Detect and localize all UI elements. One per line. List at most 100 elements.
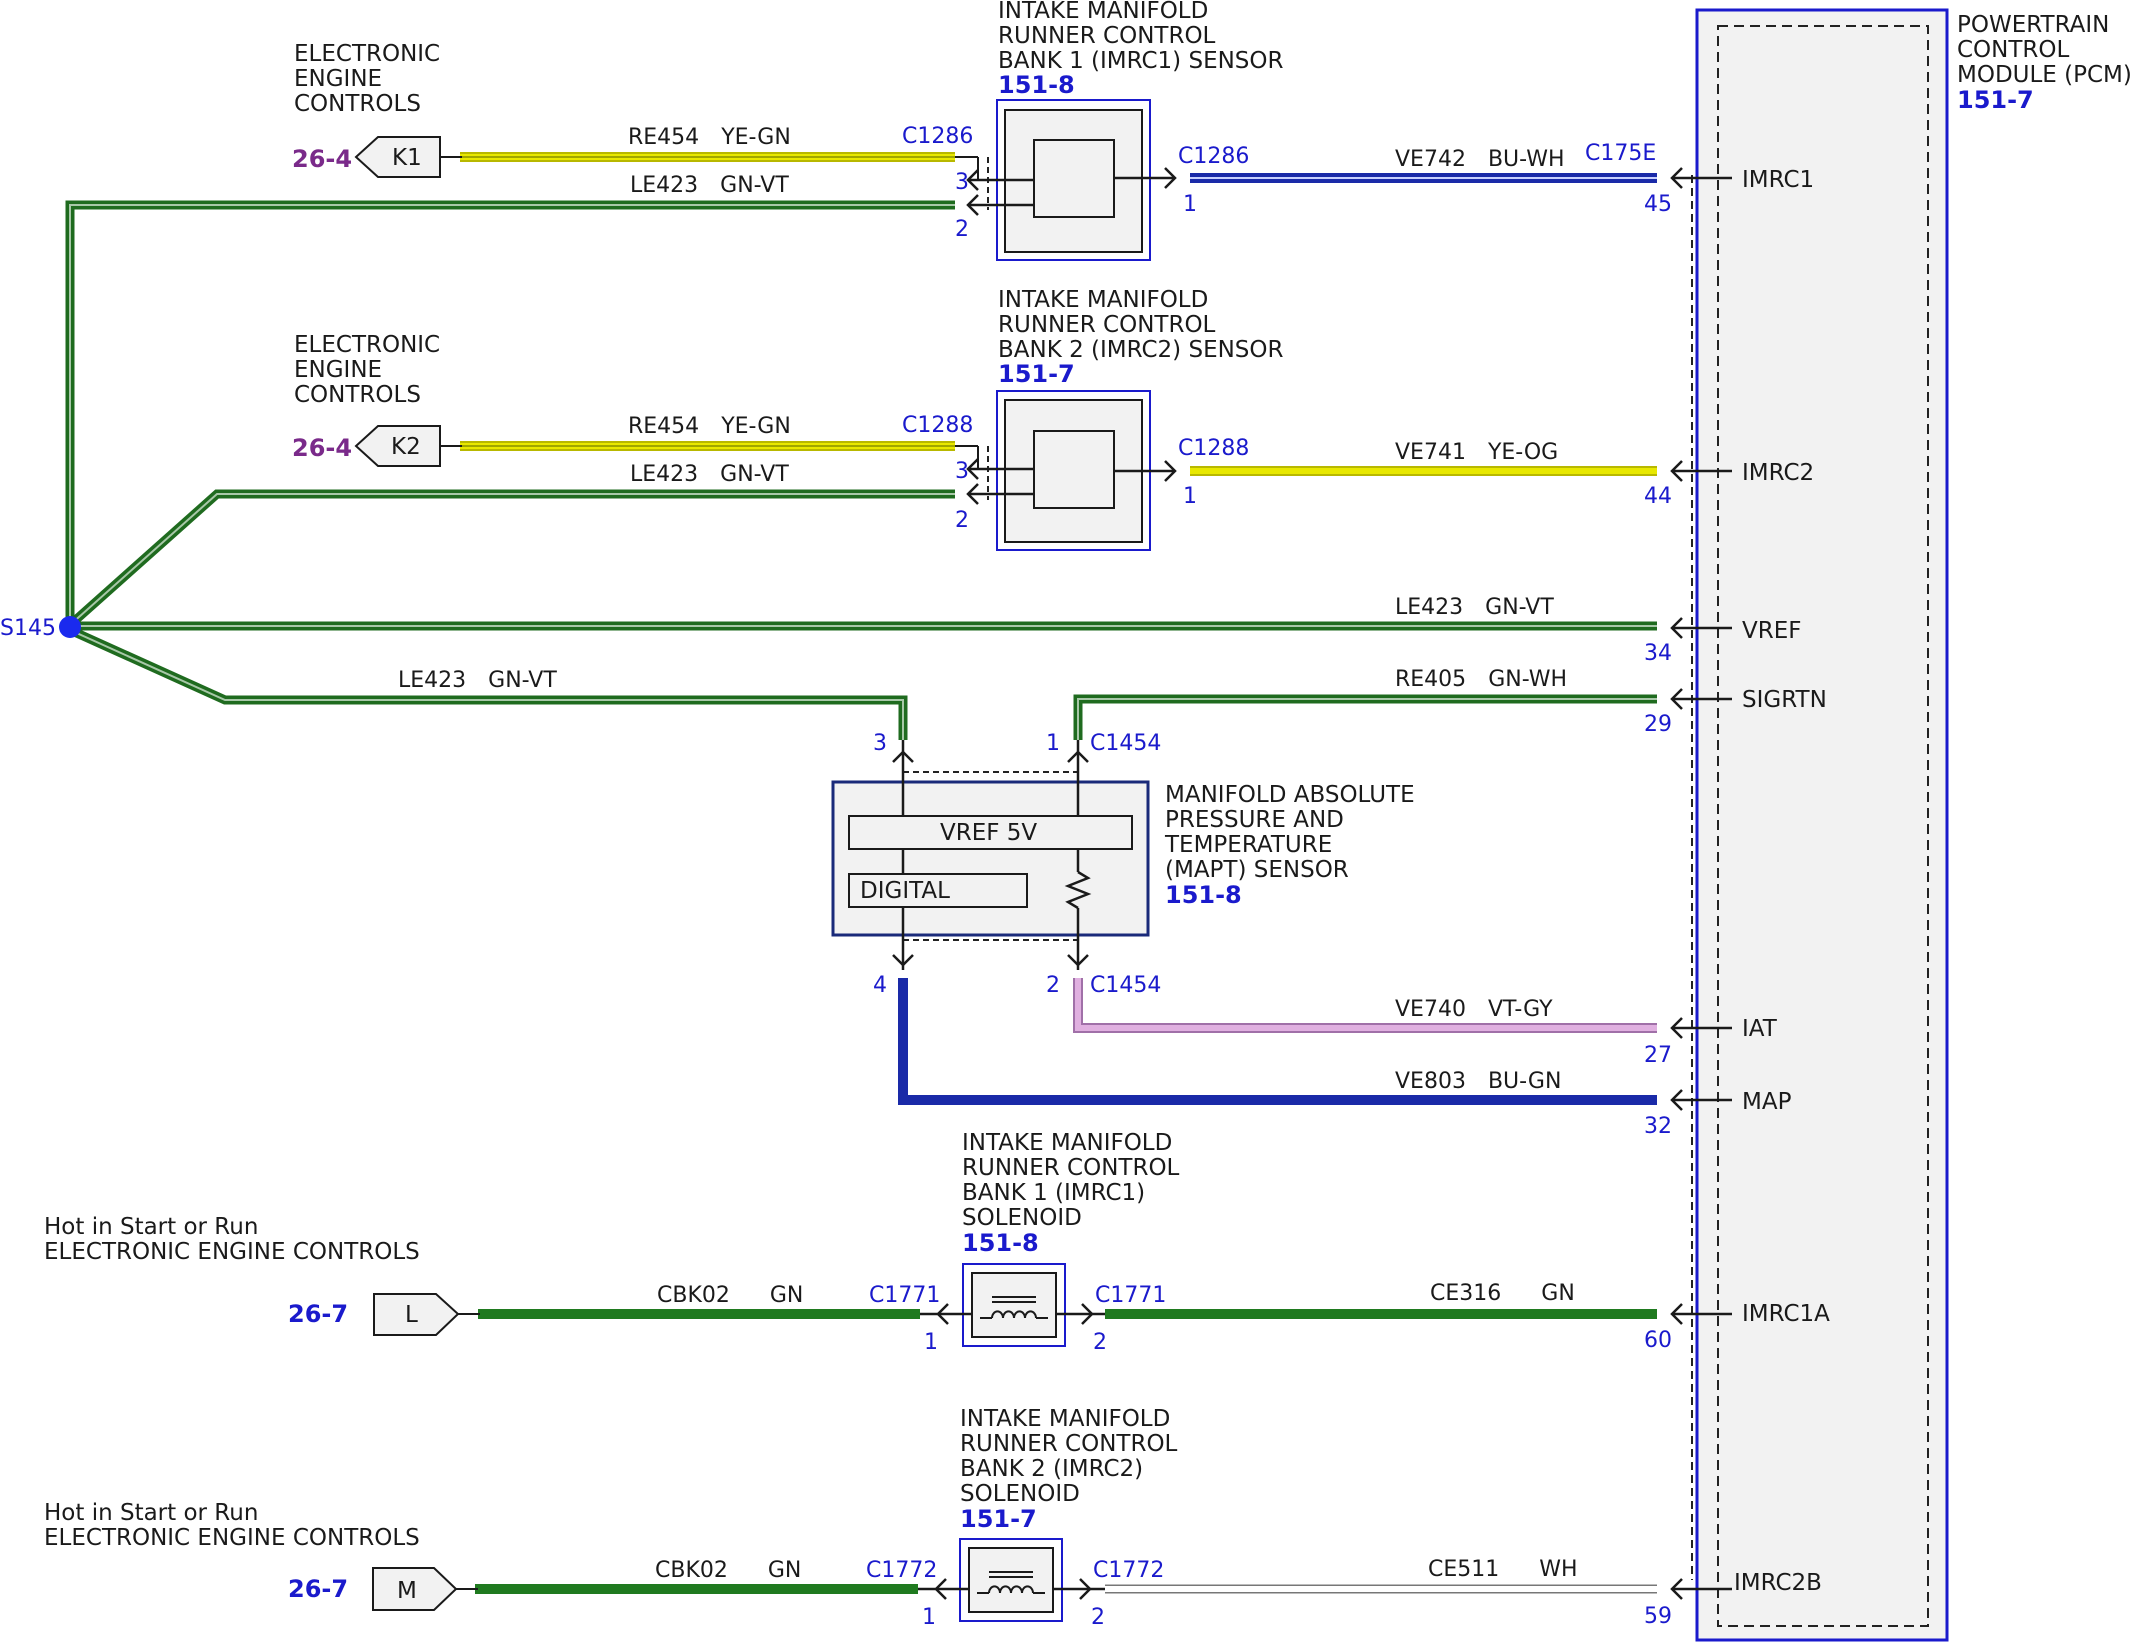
pcm-signal-imrc2: IMRC2	[1742, 460, 1814, 486]
eec1-tag: K1	[392, 145, 422, 171]
pcm-signal-imrc1: IMRC1	[1742, 167, 1814, 193]
sol2-conn-left: C1772	[866, 1558, 937, 1583]
sol1-conn-left: C1771	[869, 1283, 940, 1308]
eec2-title-2: ENGINE	[294, 357, 382, 383]
sensor1-conn-left: C1286	[902, 124, 973, 149]
pcm-signal-sigrtn: SIGRTN	[1742, 687, 1827, 713]
sensor2-conn-left: C1288	[902, 413, 973, 438]
pcm-ref: 151-7	[1957, 86, 2034, 114]
sol1-title-1: INTAKE MANIFOLD	[962, 1130, 1172, 1156]
pcm-pin-ticks	[1670, 167, 1732, 1600]
imrc1-sensor: INTAKE MANIFOLD RUNNER CONTROL BANK 1 (I…	[902, 0, 1656, 261]
wire-re405	[1073, 694, 1657, 740]
sensor2-pin-3: 3	[955, 459, 969, 484]
mapt-pin-2: 2	[1046, 973, 1060, 998]
pcm-title-3: MODULE (PCM)	[1957, 62, 2130, 88]
sensor1-ref: 151-8	[998, 71, 1075, 99]
pcm-pin-60: 60	[1644, 1328, 1672, 1353]
mapt-vref-label: VREF 5V	[940, 820, 1037, 846]
sol1-body	[971, 1272, 1057, 1338]
sensor2-conn-right: C1288	[1178, 436, 1249, 461]
pcm-pin-59: 59	[1644, 1604, 1672, 1629]
sol2-title-4: SOLENOID	[960, 1481, 1080, 1507]
sensor1-conn-right: C1286	[1178, 144, 1249, 169]
pcm-pin-34: 34	[1644, 641, 1672, 666]
pcm-signal-imrc1a: IMRC1A	[1742, 1301, 1830, 1327]
power2-ref: 26-7	[288, 1575, 348, 1603]
mapt-vref-box	[848, 815, 1133, 850]
sol1-pin-2: 2	[1093, 1330, 1107, 1355]
eec2-title-1: ELECTRONIC	[294, 332, 440, 358]
imrc2-solenoid: INTAKE MANIFOLD RUNNER CONTROL BANK 2 (I…	[866, 1406, 1178, 1630]
eec1-title-3: CONTROLS	[294, 91, 421, 117]
mapt-sensor: VREF 5V DIGITAL MANIFOLD ABSOLUTE PRESSU…	[831, 731, 1415, 998]
sol1-title-2: RUNNER CONTROL	[962, 1155, 1180, 1181]
sensor2-title-2: RUNNER CONTROL	[998, 312, 1216, 338]
power1-title-2: ELECTRONIC ENGINE CONTROLS	[44, 1239, 420, 1265]
sol2-body	[968, 1547, 1054, 1613]
mapt-pin-4: 4	[873, 973, 887, 998]
sensor1-title-3: BANK 1 (IMRC1) SENSOR	[998, 48, 1284, 74]
sol2-title-1: INTAKE MANIFOLD	[960, 1406, 1170, 1432]
power2-title-2: ELECTRONIC ENGINE CONTROLS	[44, 1525, 420, 1551]
power1-block: Hot in Start or Run ELECTRONIC ENGINE CO…	[44, 1214, 480, 1336]
eec2-ref: 26-4	[292, 434, 352, 462]
pcm-pin-45: 45	[1644, 192, 1672, 217]
power2-tag-shape	[372, 1567, 458, 1611]
sol1-title-3: BANK 1 (IMRC1)	[962, 1180, 1145, 1206]
mapt-title-4: (MAPT) SENSOR	[1165, 857, 1349, 883]
splice-s145-label: S145	[0, 616, 56, 641]
mapt-digital-box	[848, 873, 1028, 908]
eec1-ref: 26-4	[292, 145, 352, 173]
sol2-coil-icon	[977, 1571, 1045, 1594]
sensor1-title-1: INTAKE MANIFOLD	[998, 0, 1208, 24]
sensor1-pin-1: 1	[1183, 192, 1197, 217]
pcm-pin-44: 44	[1644, 484, 1672, 509]
eec2-block: ELECTRONIC ENGINE CONTROLS 26-4 K2	[292, 332, 462, 467]
wire-le423-trunk	[65, 200, 955, 628]
sensor1-title-2: RUNNER CONTROL	[998, 23, 1216, 49]
sensor2-element	[1033, 430, 1115, 509]
pcm-signal-imrc2b: IMRC2B	[1734, 1570, 1822, 1596]
wire-ve803	[898, 978, 1657, 1105]
pcm-conn-c175e: C175E	[1585, 141, 1656, 166]
sol1-ref: 151-8	[962, 1229, 1039, 1257]
imrc2-sensor: INTAKE MANIFOLD RUNNER CONTROL BANK 2 (I…	[902, 287, 1284, 551]
mapt-title-2: PRESSURE AND	[1165, 807, 1344, 833]
eec1-title-1: ELECTRONIC	[294, 41, 440, 67]
eec1-block: ELECTRONIC ENGINE CONTROLS 26-4 K1	[292, 41, 462, 178]
pcm-signal-vref: VREF	[1742, 618, 1801, 644]
mapt-title-3: TEMPERATURE	[1164, 832, 1332, 858]
eec2-tag: K2	[391, 434, 421, 460]
power1-tag: L	[405, 1302, 418, 1328]
sol2-pin-1: 1	[922, 1605, 936, 1630]
pcm-pin-29: 29	[1644, 712, 1672, 737]
pcm-pin-32: 32	[1644, 1114, 1672, 1139]
sensor1-pin-2: 2	[955, 217, 969, 242]
wire-le423-second	[67, 489, 955, 629]
mapt-digital-label: DIGITAL	[860, 878, 950, 904]
pcm-title-1: POWERTRAIN	[1957, 12, 2109, 38]
mapt-pin-1: 1	[1046, 731, 1060, 756]
wire-ve740	[1073, 978, 1657, 1033]
pcm-title-2: CONTROL	[1957, 37, 2070, 63]
sensor2-title-1: INTAKE MANIFOLD	[998, 287, 1208, 313]
mapt-title-1: MANIFOLD ABSOLUTE	[1165, 782, 1415, 808]
sol1-title-4: SOLENOID	[962, 1205, 1082, 1231]
sol2-title-2: RUNNER CONTROL	[960, 1431, 1178, 1457]
pcm-outline	[1695, 8, 1949, 1642]
sol1-coil-icon	[980, 1296, 1048, 1319]
pcm-signal-map: MAP	[1742, 1089, 1792, 1115]
sol2-title-3: BANK 2 (IMRC2)	[960, 1456, 1143, 1482]
